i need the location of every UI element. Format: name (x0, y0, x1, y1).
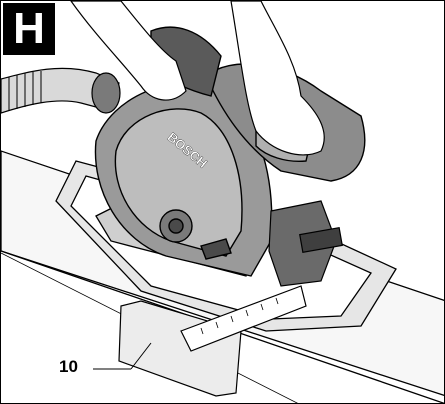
figure-label: H (3, 3, 55, 55)
depth-adjustment (268, 200, 343, 287)
callout-leader-line-diagonal (130, 342, 152, 370)
dust-hose-illustration (1, 67, 121, 114)
callout-10: 10 (59, 357, 78, 376)
parallel-guide-illustration (118, 285, 307, 397)
hand-illustration (70, 1, 325, 156)
saw-housing (94, 82, 273, 277)
